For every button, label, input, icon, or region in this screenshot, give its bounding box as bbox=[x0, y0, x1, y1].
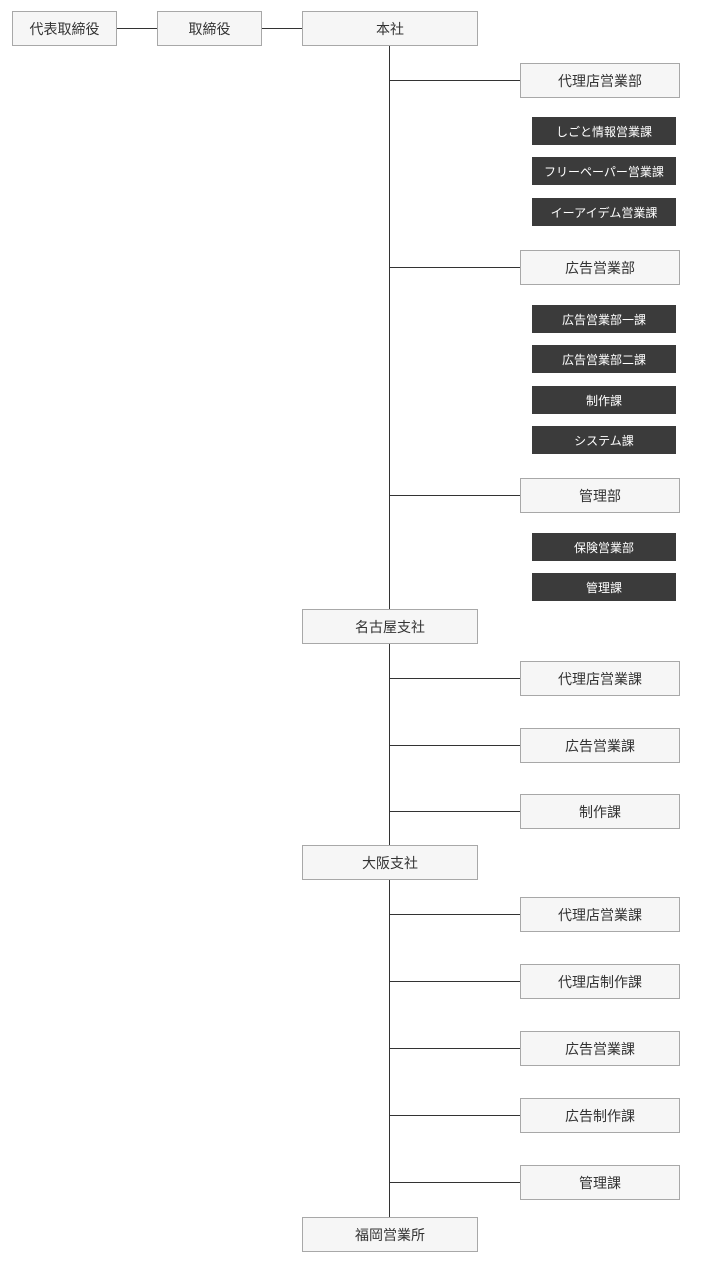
osaka-section: 広告営業課 bbox=[520, 1031, 680, 1066]
branch-line bbox=[389, 1115, 520, 1116]
connector-director-honsha bbox=[261, 28, 302, 29]
connector-ceo-director bbox=[116, 28, 157, 29]
node-fukuoka: 福岡営業所 bbox=[302, 1217, 478, 1252]
nagoya-section: 代理店営業課 bbox=[520, 661, 680, 696]
section-box: イーアイデム営業課 bbox=[532, 198, 676, 226]
node-osaka: 大阪支社 bbox=[302, 845, 478, 880]
section-box: 管理課 bbox=[532, 573, 676, 601]
section-box: 制作課 bbox=[532, 386, 676, 414]
section-box: 広告営業部二課 bbox=[532, 345, 676, 373]
branch-line bbox=[389, 811, 520, 812]
nagoya-section: 広告営業課 bbox=[520, 728, 680, 763]
node-ceo: 代表取締役 bbox=[12, 11, 117, 46]
osaka-section: 管理課 bbox=[520, 1165, 680, 1200]
section-box: 保険営業部 bbox=[532, 533, 676, 561]
node-director: 取締役 bbox=[157, 11, 262, 46]
branch-line bbox=[389, 1182, 520, 1183]
branch-line bbox=[389, 1048, 520, 1049]
nagoya-section: 制作課 bbox=[520, 794, 680, 829]
dept-koukoku-eigyobu: 広告営業部 bbox=[520, 250, 680, 285]
dept-kanribu: 管理部 bbox=[520, 478, 680, 513]
section-box: フリーペーパー営業課 bbox=[532, 157, 676, 185]
osaka-section: 代理店制作課 bbox=[520, 964, 680, 999]
osaka-section: 代理店営業課 bbox=[520, 897, 680, 932]
branch-line bbox=[389, 678, 520, 679]
node-honsha: 本社 bbox=[302, 11, 478, 46]
branch-line bbox=[389, 745, 520, 746]
dept-dairiten-eigyobu: 代理店営業部 bbox=[520, 63, 680, 98]
branch-line bbox=[389, 914, 520, 915]
section-box: システム課 bbox=[532, 426, 676, 454]
osaka-section: 広告制作課 bbox=[520, 1098, 680, 1133]
branch-line bbox=[389, 495, 520, 496]
node-nagoya: 名古屋支社 bbox=[302, 609, 478, 644]
branch-line bbox=[389, 981, 520, 982]
branch-line bbox=[389, 267, 520, 268]
section-box: しごと情報営業課 bbox=[532, 117, 676, 145]
section-box: 広告営業部一課 bbox=[532, 305, 676, 333]
branch-line bbox=[389, 80, 520, 81]
